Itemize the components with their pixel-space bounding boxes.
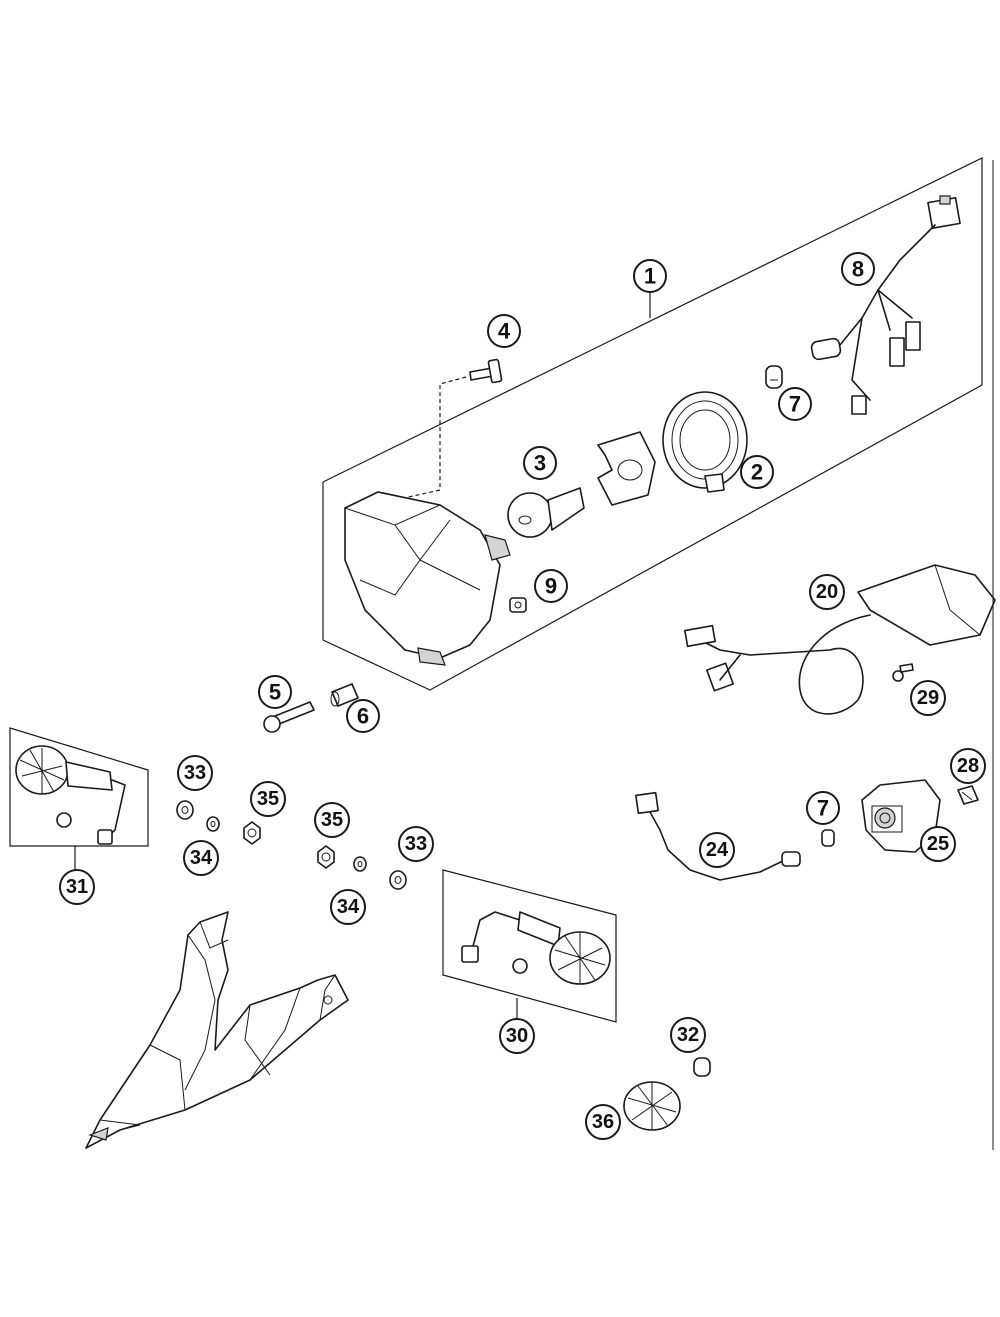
svg-text:5: 5 bbox=[269, 680, 281, 705]
svg-text:33: 33 bbox=[184, 762, 206, 784]
callout-29[interactable]: 29 bbox=[910, 680, 946, 716]
indicator-right bbox=[461, 911, 611, 985]
callout-8[interactable]: 8 bbox=[841, 252, 875, 286]
indicator-frame-31 bbox=[9, 727, 149, 870]
callout-34-right[interactable]: 34 bbox=[330, 889, 366, 925]
svg-text:20: 20 bbox=[816, 581, 838, 603]
tail-light-bulb bbox=[821, 829, 835, 847]
svg-text:33: 33 bbox=[405, 833, 427, 855]
parking-light-bulb-top bbox=[765, 365, 783, 389]
callout-32[interactable]: 32 bbox=[670, 1017, 706, 1053]
headlamp-housing bbox=[344, 491, 511, 666]
license-plate-bracket bbox=[684, 564, 996, 715]
svg-text:29: 29 bbox=[917, 687, 939, 709]
indicator-left bbox=[15, 745, 126, 845]
headlamp-mask bbox=[85, 911, 349, 1149]
svg-text:4: 4 bbox=[498, 319, 511, 344]
lock-washer-part-34-right bbox=[353, 856, 367, 872]
svg-text:25: 25 bbox=[927, 833, 949, 855]
callout-20[interactable]: 20 bbox=[809, 574, 845, 610]
spacer-part-6 bbox=[330, 683, 359, 707]
callout-31[interactable]: 31 bbox=[59, 869, 95, 905]
callout-28[interactable]: 28 bbox=[950, 748, 986, 784]
rubber-boot bbox=[662, 391, 748, 493]
svg-text:35: 35 bbox=[257, 788, 279, 810]
bulb-socket bbox=[509, 597, 527, 613]
svg-text:8: 8 bbox=[852, 257, 864, 282]
screw-part-28 bbox=[957, 785, 979, 805]
svg-text:1: 1 bbox=[644, 264, 656, 289]
svg-text:9: 9 bbox=[545, 574, 557, 599]
callout-35-left[interactable]: 35 bbox=[250, 781, 286, 817]
callout-2[interactable]: 2 bbox=[740, 455, 774, 489]
callout-1[interactable]: 1 bbox=[633, 259, 667, 293]
svg-text:34: 34 bbox=[190, 847, 213, 869]
svg-text:3: 3 bbox=[534, 451, 546, 476]
nut-part-35-left bbox=[243, 821, 261, 845]
bolt-part-5 bbox=[263, 701, 315, 733]
indicator-frame-30 bbox=[442, 869, 617, 1023]
svg-text:2: 2 bbox=[751, 460, 763, 485]
callout-3[interactable]: 3 bbox=[523, 446, 557, 480]
callout-36[interactable]: 36 bbox=[585, 1104, 621, 1140]
callout-4[interactable]: 4 bbox=[487, 314, 521, 348]
svg-text:35: 35 bbox=[321, 809, 343, 831]
washer-part-33-left bbox=[176, 800, 194, 820]
washer-part-33-right bbox=[389, 870, 407, 890]
callout-6[interactable]: 6 bbox=[346, 699, 380, 733]
indicator-lens-part-36 bbox=[623, 1081, 681, 1131]
callout-34-left[interactable]: 34 bbox=[183, 840, 219, 876]
svg-text:7: 7 bbox=[789, 392, 801, 417]
nut-part-35-right bbox=[317, 845, 335, 869]
svg-text:31: 31 bbox=[66, 876, 88, 898]
headlight-bulb bbox=[507, 487, 585, 538]
svg-text:6: 6 bbox=[357, 704, 369, 729]
screw-part-29 bbox=[892, 663, 914, 682]
bulb-retaining-plate bbox=[597, 431, 656, 506]
svg-text:36: 36 bbox=[592, 1111, 614, 1133]
svg-text:28: 28 bbox=[957, 755, 979, 777]
callout-5[interactable]: 5 bbox=[258, 675, 292, 709]
indicator-bulb-part-32 bbox=[693, 1057, 711, 1077]
callout-7-lower[interactable]: 7 bbox=[806, 791, 840, 825]
callout-24[interactable]: 24 bbox=[699, 832, 735, 868]
svg-text:34: 34 bbox=[337, 896, 360, 918]
headlamp-assembly-frame bbox=[322, 157, 983, 691]
svg-text:30: 30 bbox=[506, 1025, 528, 1047]
lock-washer-part-34-left bbox=[206, 816, 220, 832]
callout-33-right[interactable]: 33 bbox=[398, 826, 434, 862]
callout-33-left[interactable]: 33 bbox=[177, 755, 213, 791]
callout-25[interactable]: 25 bbox=[920, 826, 956, 862]
callout-30[interactable]: 30 bbox=[499, 1018, 535, 1054]
svg-text:7: 7 bbox=[817, 796, 829, 821]
svg-text:24: 24 bbox=[706, 839, 729, 861]
bolt-part-4 bbox=[394, 358, 503, 501]
callout-35-right[interactable]: 35 bbox=[314, 802, 350, 838]
headlamp-wiring-harness bbox=[810, 195, 961, 415]
svg-text:32: 32 bbox=[677, 1024, 699, 1046]
tail-lamp-cable bbox=[635, 791, 801, 881]
callout-7-top[interactable]: 7 bbox=[778, 387, 812, 421]
callout-9[interactable]: 9 bbox=[534, 569, 568, 603]
